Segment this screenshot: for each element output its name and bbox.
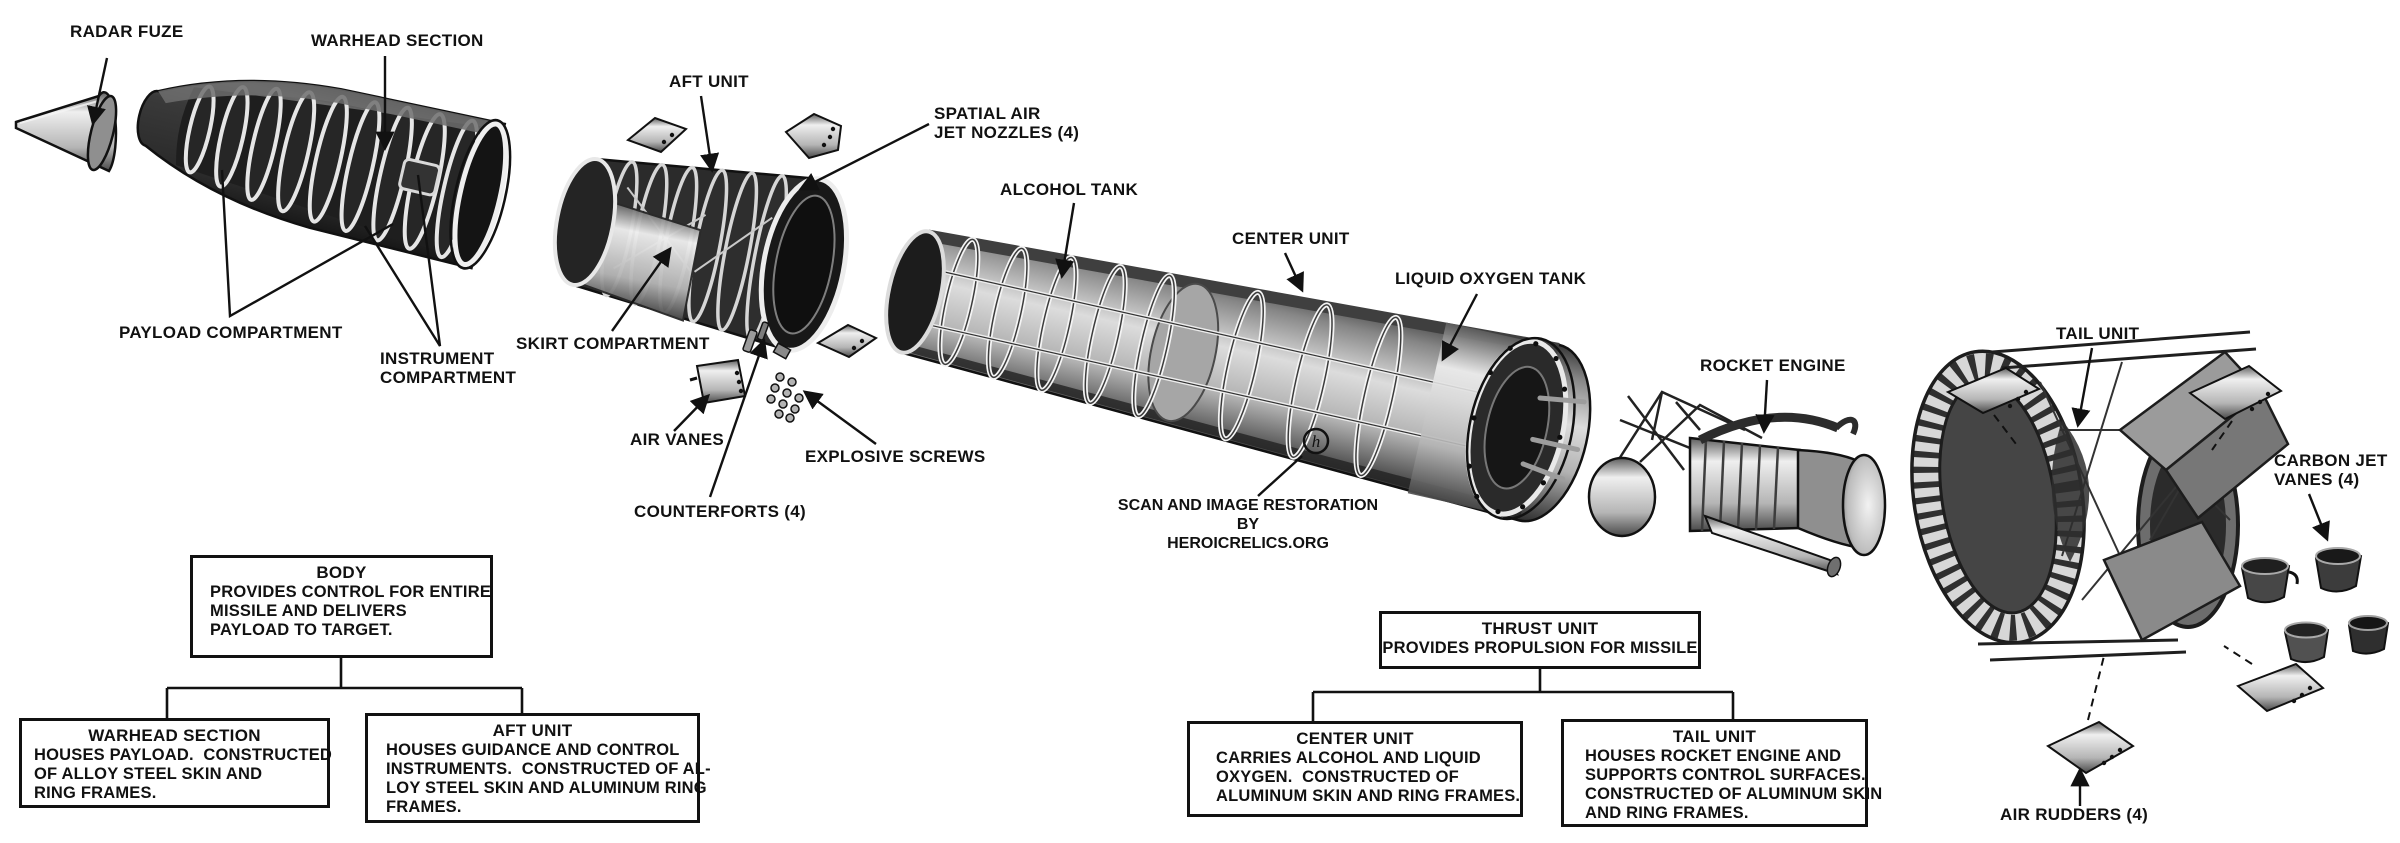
leader-counterforts — [708, 338, 768, 498]
center-unit-part — [884, 229, 1592, 523]
leader-credit — [1257, 455, 1303, 497]
leader-radar-fuze — [87, 57, 109, 126]
air-rudder-parts — [1945, 364, 2325, 775]
rocket-engine-part — [1587, 390, 1887, 578]
body-chart-connector — [165, 658, 524, 718]
callout-center-unit: CENTER UNIT — [1232, 229, 1350, 248]
callout-spatial-air-jet-nozzles: SPATIAL AIR JET NOZZLES (4) — [934, 104, 1080, 142]
callout-counterforts: COUNTERFORTS (4) — [634, 502, 806, 521]
org-box-warhead-section: WARHEAD SECTION HOUSES PAYLOAD. CONSTRUC… — [19, 718, 333, 808]
org-box-thrust-unit: THRUST UNIT PROVIDES PROPULSION FOR MISS… — [1379, 611, 1701, 669]
callout-alcohol-tank: ALCOHOL TANK — [1000, 180, 1139, 199]
leader-instrument-compartment — [363, 174, 442, 347]
leader-tail-unit — [2071, 347, 2094, 428]
callout-air-vanes: AIR VANES — [630, 430, 725, 449]
leader-spatial-air-jet-nozzles — [798, 122, 930, 191]
org-box-body-text: PROVIDES CONTROL FOR ENTIRE MISSILE AND … — [210, 583, 492, 639]
callout-aft-unit: AFT UNIT — [669, 72, 749, 91]
leader-center-unit — [1283, 252, 1304, 293]
org-box-center-text: CARRIES ALCOHOL AND LIQUID OXYGEN. CONST… — [1216, 749, 1521, 805]
explosive-screws-part — [766, 372, 804, 423]
org-box-aft-title: AFT UNIT — [492, 721, 573, 740]
org-box-thrust-title: THRUST UNIT — [1481, 619, 1599, 638]
leader-aft-unit — [699, 95, 720, 173]
leader-rocket-engine — [1755, 379, 1775, 434]
callout-payload-compartment: PAYLOAD COMPARTMENT — [119, 323, 343, 342]
org-box-tail-unit: TAIL UNIT HOUSES ROCKET ENGINE AND SUPPO… — [1561, 719, 1883, 827]
restoration-credit: SCAN AND IMAGE RESTORATION BY HEROICRELI… — [1117, 497, 1379, 552]
callout-rocket-engine: ROCKET ENGINE — [1700, 356, 1846, 375]
callout-warhead-section: WARHEAD SECTION — [311, 31, 484, 50]
aft-unit-part — [552, 156, 850, 360]
org-box-body: BODY PROVIDES CONTROL FOR ENTIRE MISSILE… — [190, 555, 493, 658]
org-box-center-unit: CENTER UNIT CARRIES ALCOHOL AND LIQUID O… — [1187, 721, 1523, 817]
org-box-warhead-text: HOUSES PAYLOAD. CONSTRUCTED OF ALLOY STE… — [34, 746, 333, 802]
air-vane-part — [689, 358, 747, 405]
leader-liquid-oxygen-tank — [1441, 293, 1479, 362]
leader-payload-compartment — [220, 169, 394, 318]
org-box-tail-text: HOUSES ROCKET ENGINE AND SUPPORTS CONTRO… — [1585, 747, 1883, 822]
callout-liquid-oxygen-tank: LIQUID OXYGEN TANK — [1395, 269, 1587, 288]
callout-air-rudders: AIR RUDDERS (4) — [2000, 805, 2149, 824]
callout-skirt-compartment: SKIRT COMPARTMENT — [516, 334, 710, 353]
heroicrelics-logo: h — [1302, 427, 1330, 455]
org-box-aft-text: HOUSES GUIDANCE AND CONTROL INSTRUMENTS.… — [386, 741, 711, 816]
leader-carbon-jet-vanes — [2307, 493, 2330, 542]
callout-explosive-screws: EXPLOSIVE SCREWS — [805, 447, 986, 466]
callout-carbon-jet-vanes: CARBON JET VANES (4) — [2274, 451, 2388, 489]
callout-tail-unit: TAIL UNIT — [2056, 324, 2140, 343]
carbon-jet-vane-parts — [2240, 547, 2390, 663]
tail-unit-part — [1910, 330, 2290, 662]
svg-text:h: h — [1312, 432, 1321, 451]
leader-explosive-screws — [802, 390, 877, 445]
leader-air-vanes — [673, 393, 711, 432]
org-chart-connectors — [165, 658, 1735, 721]
thrust-chart-connector — [1311, 669, 1735, 721]
org-box-aft-unit: AFT UNIT HOUSES GUIDANCE AND CONTROL INS… — [365, 713, 711, 823]
radar-fuze-part — [14, 91, 118, 173]
org-box-warhead-title: WARHEAD SECTION — [88, 726, 261, 745]
leader-lines — [87, 56, 2330, 806]
org-box-body-title: BODY — [316, 563, 367, 582]
callout-radar-fuze: RADAR FUZE — [70, 22, 184, 41]
callout-instrument-compartment: INSTRUMENT COMPARTMENT — [380, 349, 517, 387]
leader-alcohol-tank — [1055, 202, 1076, 279]
org-box-thrust-text: PROVIDES PROPULSION FOR MISSILE — [1382, 639, 1698, 657]
spatial-air-jet-nozzle-parts — [626, 112, 878, 359]
warhead-section-part — [136, 79, 512, 270]
org-box-tail-title: TAIL UNIT — [1672, 727, 1757, 746]
leader-skirt-compartment — [611, 246, 672, 332]
org-box-center-title: CENTER UNIT — [1296, 729, 1414, 748]
